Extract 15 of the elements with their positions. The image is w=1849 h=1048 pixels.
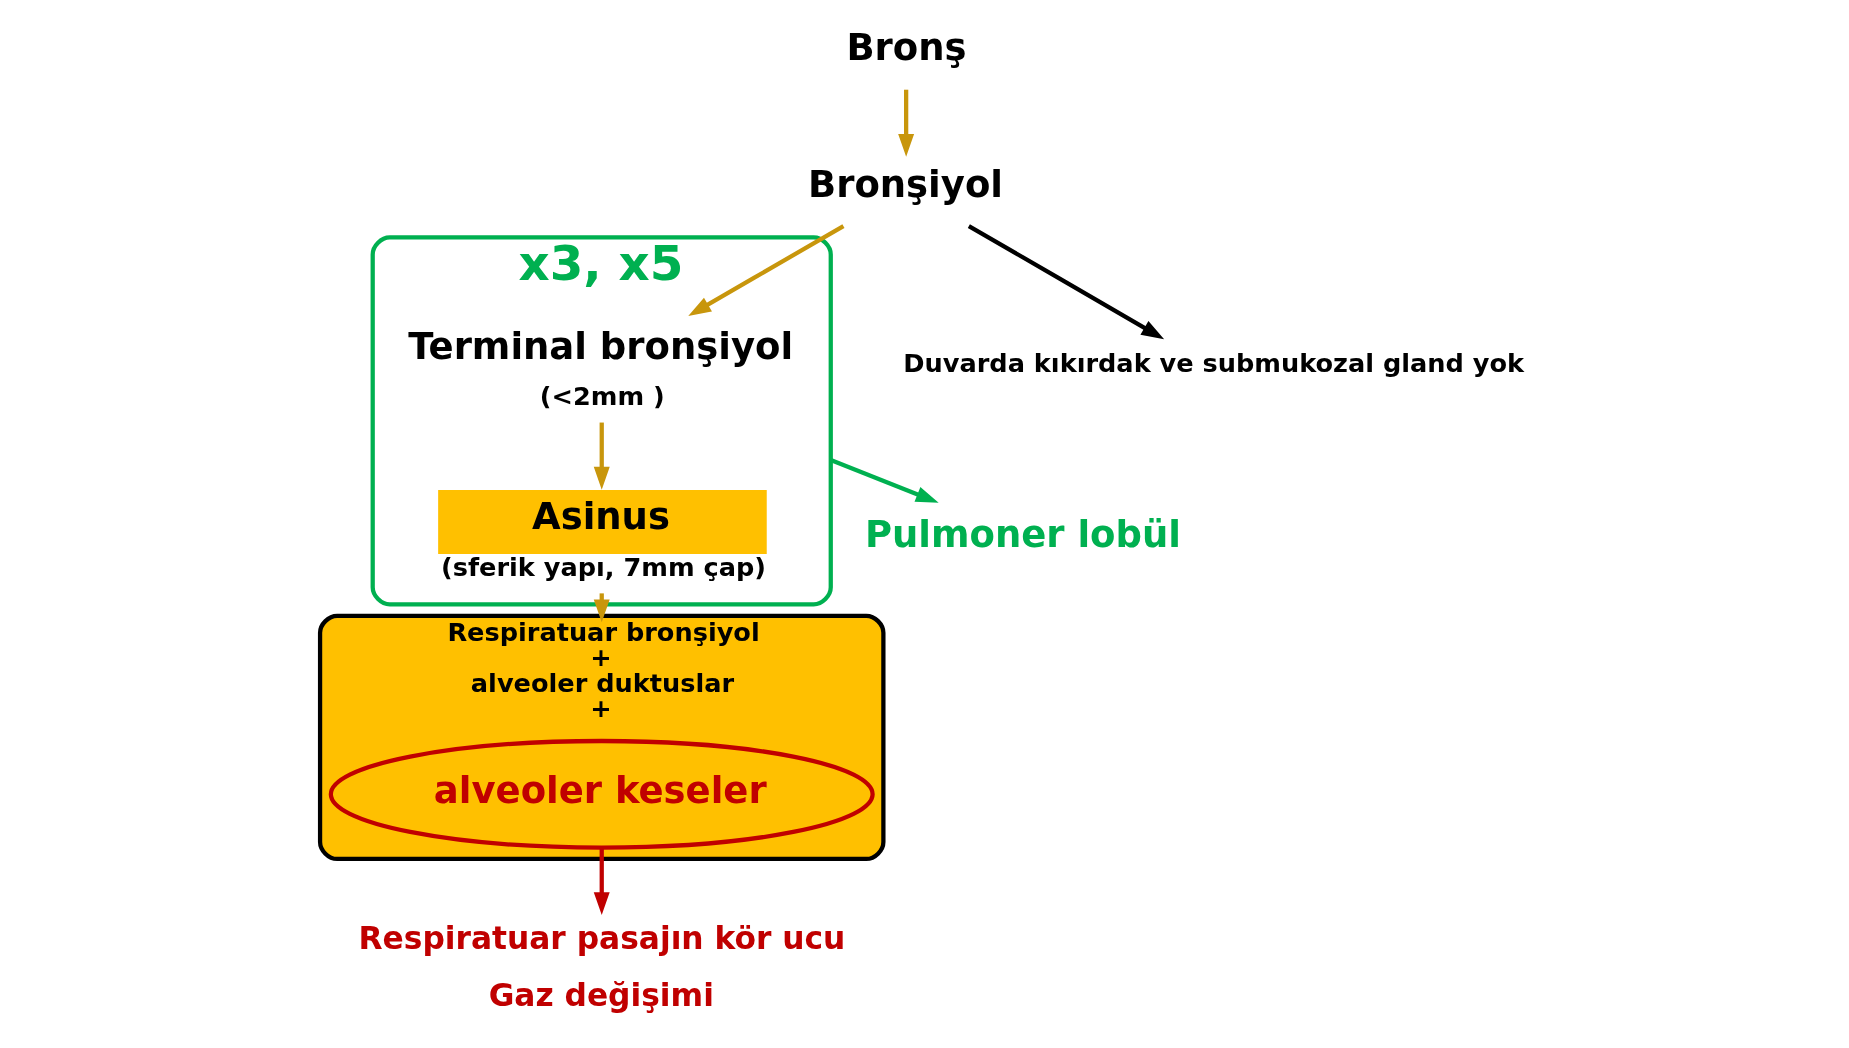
node-text: Bronş bbox=[845, 26, 967, 70]
node-text: Bronşiyol bbox=[807, 162, 1003, 206]
node-text: Pulmoner lobül bbox=[864, 512, 1181, 556]
node-text: Duvarda kıkırdak ve submukozal gland yok bbox=[902, 348, 1524, 379]
arrow bbox=[593, 847, 610, 915]
node-text: Respiratuar pasajın kör ucu Gaz değişimi bbox=[357, 920, 845, 1014]
node-ellipse: alveoler keseler bbox=[328, 738, 875, 850]
arrow bbox=[593, 422, 610, 490]
node-text: Terminal bronşiyol bbox=[407, 324, 793, 368]
arrow bbox=[967, 224, 1164, 340]
arrow bbox=[829, 457, 939, 503]
node-label: (sferik yapı, 7mm çap) bbox=[440, 551, 766, 582]
node-box: Asinus bbox=[437, 489, 767, 554]
node-label: (<2mm ) bbox=[539, 381, 665, 412]
arrow bbox=[897, 89, 914, 157]
